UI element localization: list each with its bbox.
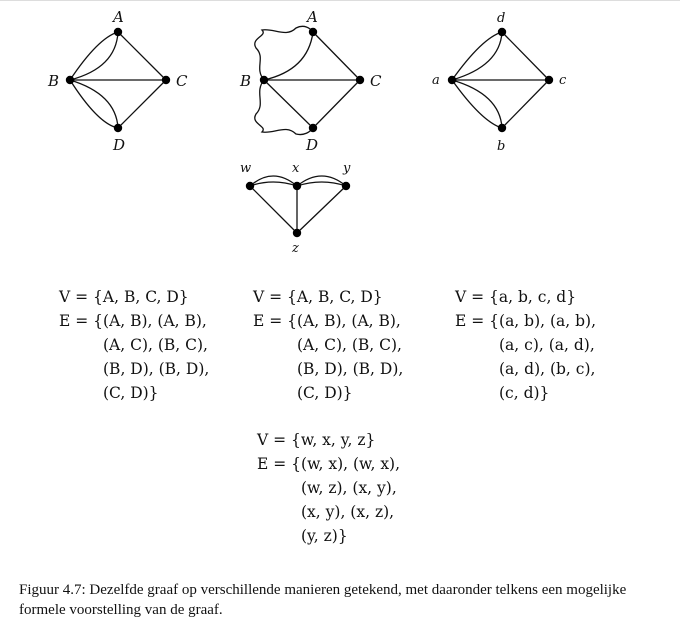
node-d: [113, 123, 123, 133]
edge-x-y-2: [296, 181, 347, 187]
edge-a-d-2: [451, 31, 503, 81]
formula-line: V = {w, x, y, z}: [257, 431, 376, 449]
formula-line: (c, d)}: [499, 384, 550, 402]
edge-a-c: [117, 31, 167, 81]
edge-c-d: [501, 31, 550, 81]
formula-line: (x, y), (x, z),: [301, 503, 395, 521]
edge-y-z: [296, 185, 347, 234]
formula-line: (y, z)}: [301, 527, 348, 545]
edge-a-d-1: [451, 31, 503, 81]
edge-b-d-2: [69, 79, 119, 129]
figure-caption: Figuur 4.7: Dezelfde graaf op verschille…: [19, 582, 627, 618]
formula-line: (a, d), (b, c),: [499, 360, 596, 378]
formula-4: V = {w, x, y, z} E = {(w, x), (w, x), (w…: [257, 428, 400, 548]
node-a: [113, 27, 123, 37]
edge-w-z: [249, 185, 298, 234]
label-b: b: [497, 139, 505, 154]
formula-line: (B, D), (B, D),: [297, 360, 404, 378]
label-y: y: [342, 161, 351, 176]
edge-w-x-2: [249, 181, 298, 187]
formula-line: V = {a, b, c, d}: [455, 288, 577, 306]
node-x: [292, 181, 302, 191]
node-a: [308, 27, 318, 37]
label-d: D: [112, 136, 125, 154]
node-d: [308, 123, 318, 133]
label-b: B: [239, 72, 251, 90]
formula-line: E = {(w, x), (w, x),: [257, 455, 401, 473]
label-a: A: [111, 8, 124, 26]
formula-line: (C, D)}: [297, 384, 353, 402]
formula-line: (B, D), (B, D),: [103, 360, 210, 378]
edge-x-y-1: [296, 175, 347, 187]
label-c: c: [559, 73, 567, 88]
formula-line: V = {A, B, C, D}: [253, 288, 383, 306]
formula-line: V = {A, B, C, D}: [59, 288, 189, 306]
label-b: B: [47, 72, 59, 90]
formula-1: V = {A, B, C, D} E = {(A, B), (A, B), (A…: [59, 285, 209, 405]
formula-2: V = {A, B, C, D} E = {(A, B), (A, B), (A…: [253, 285, 403, 405]
node-d: [497, 27, 507, 37]
label-c: C: [370, 72, 382, 90]
edge-b-d-wavy: [254, 79, 314, 136]
node-w: [245, 181, 255, 191]
edge-c-d: [312, 79, 361, 129]
label-d: d: [497, 11, 505, 26]
graph-drawings: A B C D A B C D a b c d: [47, 8, 567, 256]
edge-a-b-2: [451, 79, 503, 129]
label-z: z: [291, 241, 299, 256]
edge-a-b-1: [451, 79, 503, 129]
edge-b-c: [501, 79, 550, 129]
node-z: [292, 228, 302, 238]
graph-2: A B C D: [239, 8, 382, 154]
label-x: x: [292, 161, 300, 176]
edge-w-x-1: [249, 175, 298, 187]
edge-b-d-1: [69, 79, 119, 129]
formula-line: E = {(a, b), (a, b),: [455, 312, 597, 330]
graph-4: w x y z: [240, 161, 351, 256]
formula-3: V = {a, b, c, d} E = {(a, b), (a, b), (a…: [455, 285, 596, 405]
graph-1: A B C D: [47, 8, 188, 154]
edge-b-a-wavy: [254, 25, 314, 81]
node-c: [544, 75, 554, 85]
formula-line: (A, C), (B, C),: [297, 336, 402, 354]
formula-line: (A, C), (B, C),: [103, 336, 208, 354]
top-border: [0, 0, 680, 1]
label-c: C: [176, 72, 188, 90]
label-d: D: [305, 136, 318, 154]
edge-a-c: [312, 31, 361, 81]
node-c: [355, 75, 365, 85]
formula-line: (w, z), (x, y),: [301, 479, 397, 497]
label-w: w: [240, 161, 251, 176]
node-b: [259, 75, 269, 85]
edge-b-a-2: [263, 31, 314, 81]
formula-line: E = {(A, B), (A, B),: [253, 312, 401, 330]
node-c: [161, 75, 171, 85]
node-a: [447, 75, 457, 85]
label-a: A: [305, 8, 318, 26]
edge-b-d-2: [263, 79, 314, 129]
node-b: [65, 75, 75, 85]
edge-c-d: [117, 79, 167, 129]
edge-b-a-2: [69, 31, 119, 81]
node-y: [341, 181, 351, 191]
formula-line: (C, D)}: [103, 384, 159, 402]
formula-line: (a, c), (a, d),: [499, 336, 595, 354]
formula-line: E = {(A, B), (A, B),: [59, 312, 207, 330]
graph-3: a b c d: [432, 11, 567, 154]
node-b: [497, 123, 507, 133]
label-a: a: [432, 73, 440, 88]
